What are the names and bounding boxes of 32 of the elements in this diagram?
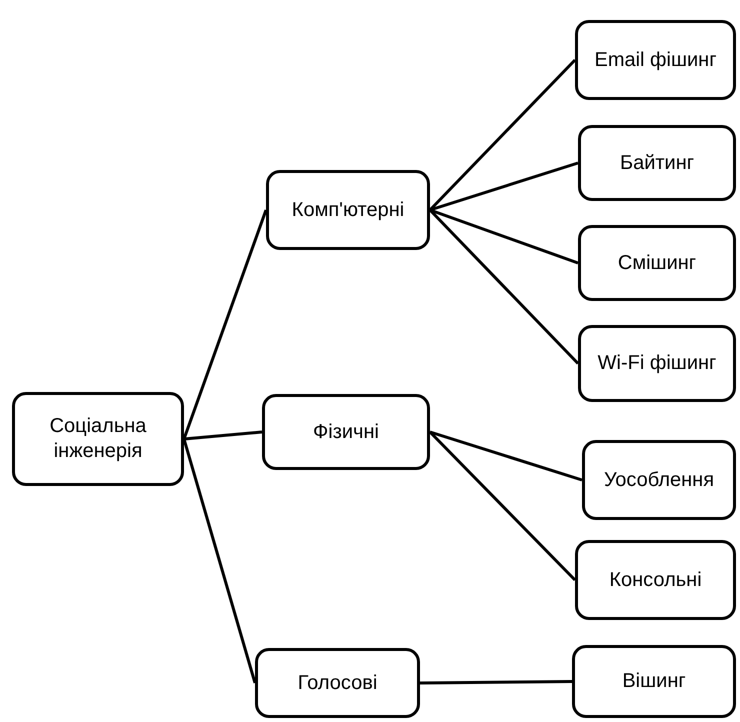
connector-line: [182, 210, 268, 440]
category-box: [266, 170, 430, 250]
category-box: [578, 225, 736, 301]
category-box: [578, 325, 736, 402]
connector-line: [430, 208, 578, 264]
category-box: [262, 394, 430, 470]
category-box: [255, 648, 420, 718]
connector-line: [428, 430, 576, 582]
box-label: Email фішинг: [594, 48, 717, 72]
box-label: Соціальна інженерія: [48, 414, 148, 464]
category-box: [582, 440, 736, 520]
box-label: Вішинг: [622, 669, 686, 694]
box-label: Уособлення: [604, 468, 714, 492]
category-box: [578, 125, 736, 201]
category-box: [572, 645, 736, 718]
category-box: [575, 20, 736, 100]
box-label: Смішинг: [618, 250, 696, 276]
connector-line: [420, 680, 572, 684]
connector-line: [430, 430, 582, 482]
box-label: Комп'ютерні: [292, 198, 404, 222]
category-box: [575, 540, 736, 620]
connector-line: [428, 208, 580, 365]
box-label: Голосові: [298, 670, 378, 696]
box-label: Консольні: [609, 568, 702, 592]
connector-line: [428, 58, 576, 212]
connector-line: [430, 162, 578, 212]
box-label: Wi-Fi фішинг: [598, 351, 716, 376]
connector-line: [182, 438, 256, 684]
box-label: Фізичні: [313, 420, 379, 444]
connector-line: [184, 430, 262, 440]
box-label: Байтинг: [620, 150, 694, 176]
category-box: [12, 392, 184, 486]
